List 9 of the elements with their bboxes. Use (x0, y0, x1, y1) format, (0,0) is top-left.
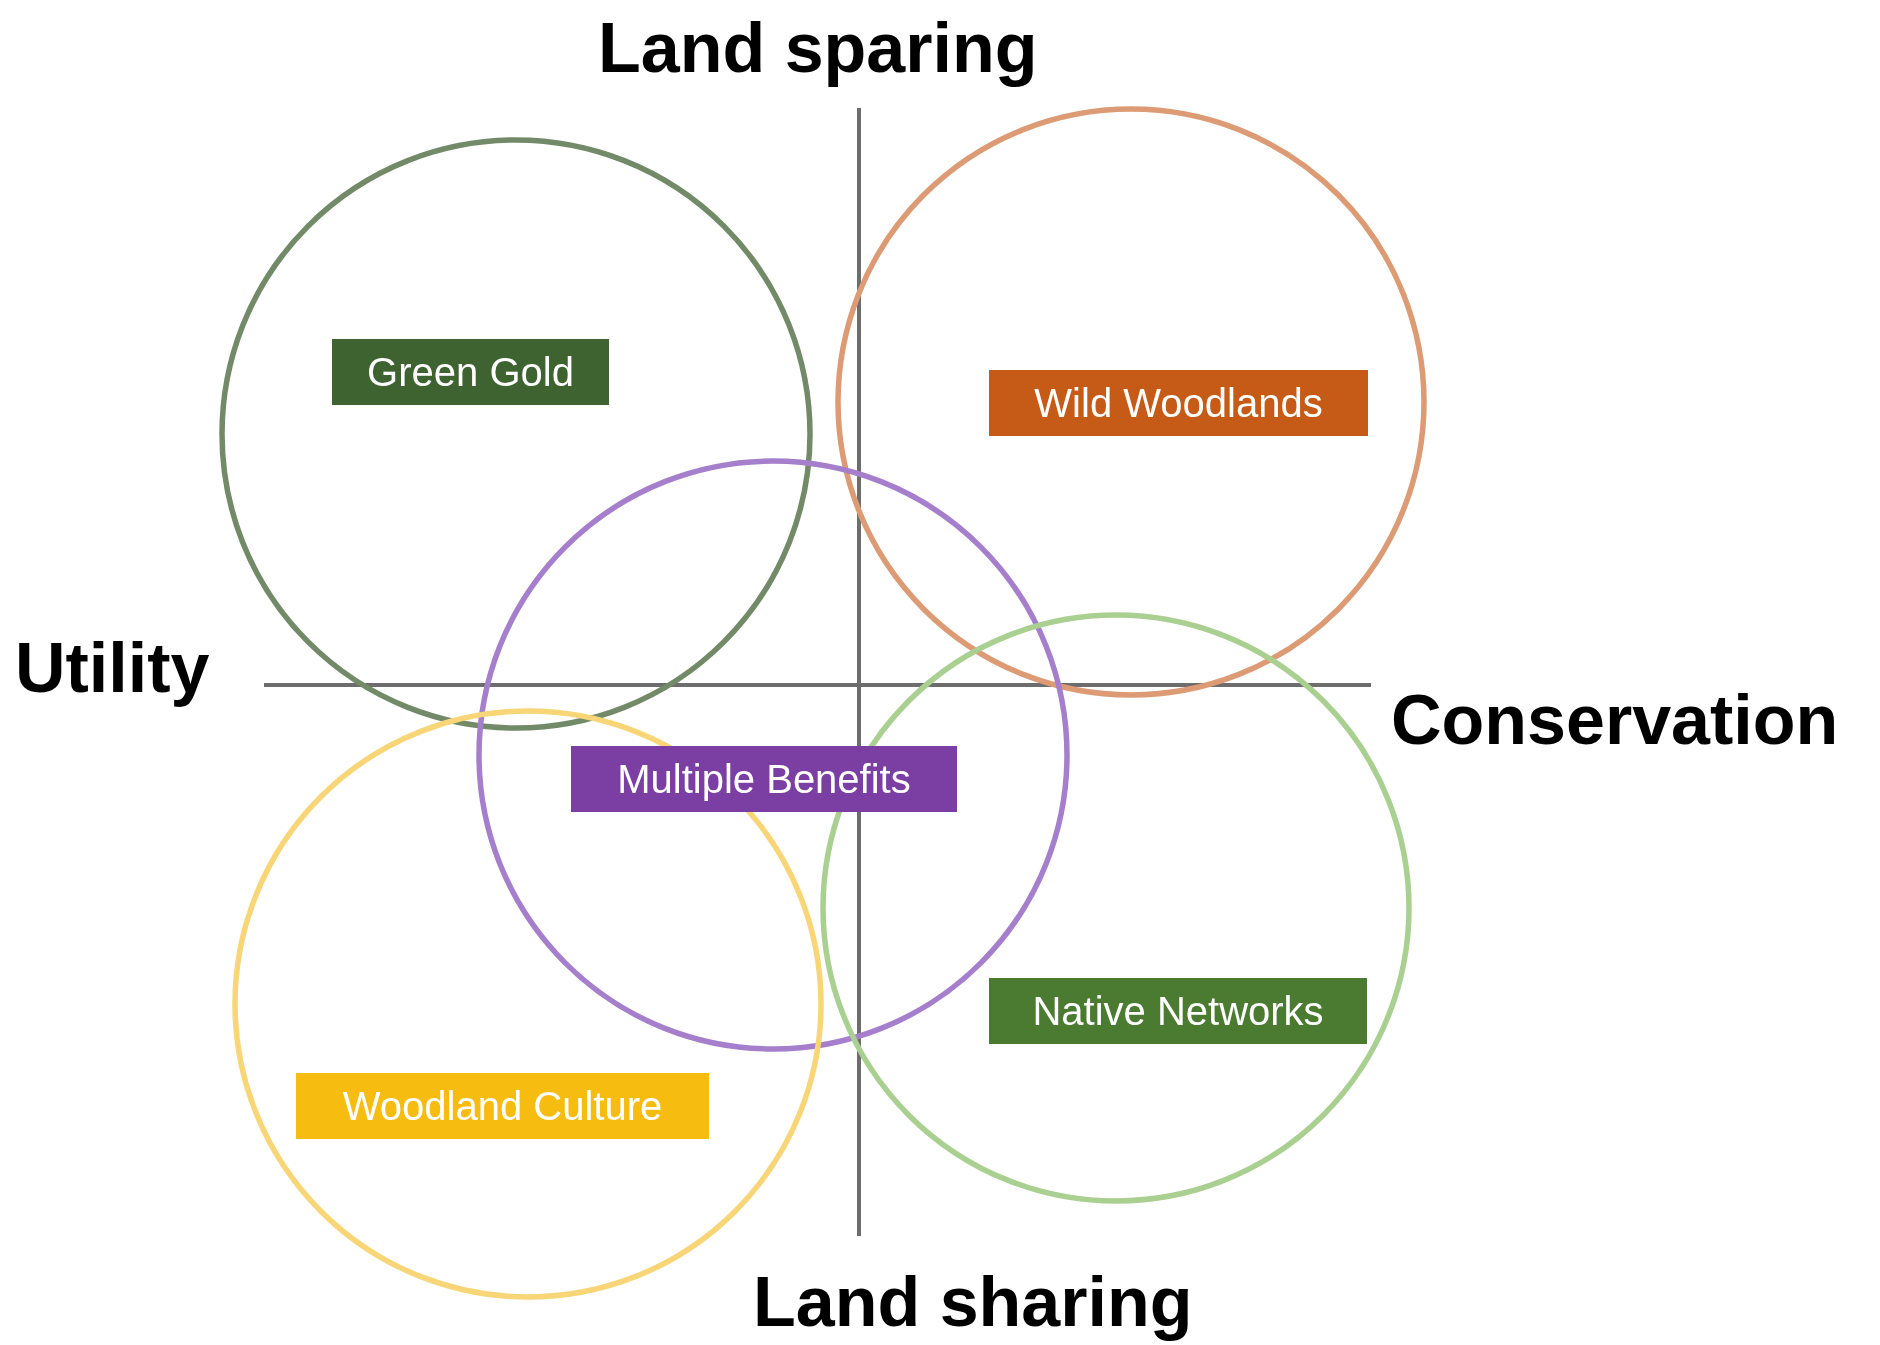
scenario-label: Woodland Culture (296, 1073, 709, 1139)
axis-label: Land sparing (598, 8, 1038, 88)
axis-label: Land sharing (753, 1262, 1193, 1342)
axis-label: Utility (15, 628, 210, 708)
scenario-label: Native Networks (989, 978, 1367, 1044)
scenario-label: Green Gold (332, 339, 609, 405)
scenario-label: Wild Woodlands (989, 370, 1368, 436)
axis-label: Conservation (1391, 680, 1839, 760)
scenario-label: Multiple Benefits (571, 746, 957, 812)
